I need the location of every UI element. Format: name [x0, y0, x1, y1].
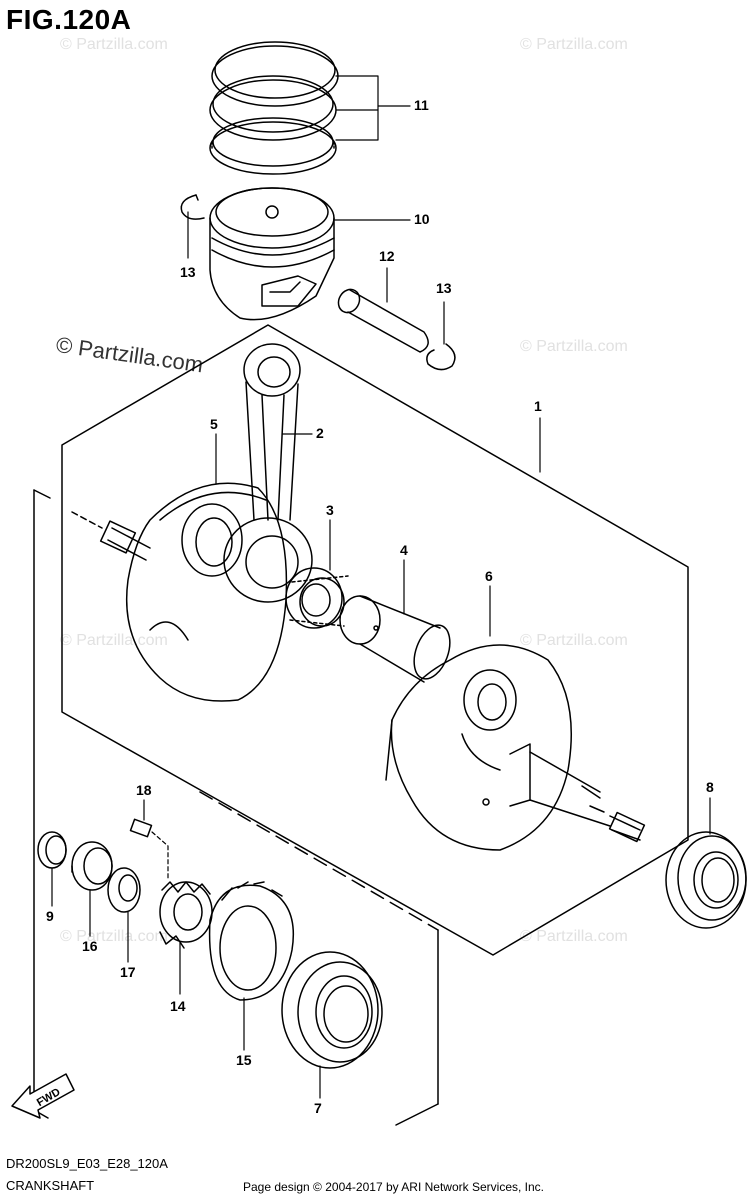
diagram-code: DR200SL9_E03_E28_120A	[6, 1156, 168, 1171]
piston	[209, 187, 335, 321]
figure-title: FIG.120A	[6, 4, 132, 35]
leader-lines	[51, 75, 711, 1099]
callout-18[interactable]: 18	[136, 782, 152, 798]
page-credit: Page design © 2004-2017 by ARI Network S…	[243, 1180, 545, 1194]
callout-4[interactable]: 4	[400, 542, 408, 558]
watermark: © Partzilla.com	[520, 928, 628, 945]
watermark: © Partzilla.com	[60, 928, 168, 945]
callout-8[interactable]: 8	[706, 779, 714, 795]
callout-12[interactable]: 12	[379, 248, 395, 264]
watermark: © Partzilla.com	[520, 36, 628, 53]
spacer	[71, 841, 113, 891]
watermark: © Partzilla.com	[520, 632, 628, 649]
crank-pin	[339, 595, 451, 683]
callout-3[interactable]: 3	[326, 502, 334, 518]
piston-pin	[337, 288, 429, 353]
watermark: © Partzilla.com	[60, 632, 168, 649]
callout-16[interactable]: 16	[82, 938, 98, 954]
callout-2[interactable]: 2	[316, 425, 324, 441]
diagram-caption: CRANKSHAFT	[6, 1178, 95, 1193]
callout-1[interactable]: 1	[534, 398, 542, 414]
bearing-bottom	[281, 951, 383, 1069]
circlips	[180, 194, 456, 371]
callout-11[interactable]: 11	[414, 97, 429, 113]
fwd-arrow-icon: FWD	[11, 1073, 75, 1119]
callout-14[interactable]: 14	[170, 998, 186, 1014]
bearing-right	[665, 831, 747, 929]
washer	[107, 867, 141, 913]
watermark: © Partzilla.com	[60, 36, 168, 53]
gear-large	[208, 881, 295, 1001]
callout-6[interactable]: 6	[485, 568, 493, 584]
callout-5[interactable]: 5	[210, 416, 218, 432]
gear-small	[159, 881, 213, 949]
callout-9[interactable]: 9	[46, 908, 54, 924]
crank-web-left	[71, 482, 288, 702]
crank-web-right	[385, 644, 646, 851]
callout-10[interactable]: 10	[414, 211, 430, 227]
assembly-outline	[27, 324, 689, 1126]
callout-13a[interactable]: 13	[180, 264, 196, 280]
piston-rings	[209, 41, 339, 175]
watermark: © Partzilla.com	[520, 338, 628, 355]
key	[129, 818, 153, 838]
connecting-rod	[223, 343, 313, 603]
callout-13b[interactable]: 13	[436, 280, 452, 296]
callout-15[interactable]: 15	[236, 1052, 252, 1068]
oil-seal	[37, 831, 67, 869]
needle-bearing	[285, 567, 349, 629]
callout-7[interactable]: 7	[314, 1100, 322, 1116]
callout-17[interactable]: 17	[120, 964, 136, 980]
